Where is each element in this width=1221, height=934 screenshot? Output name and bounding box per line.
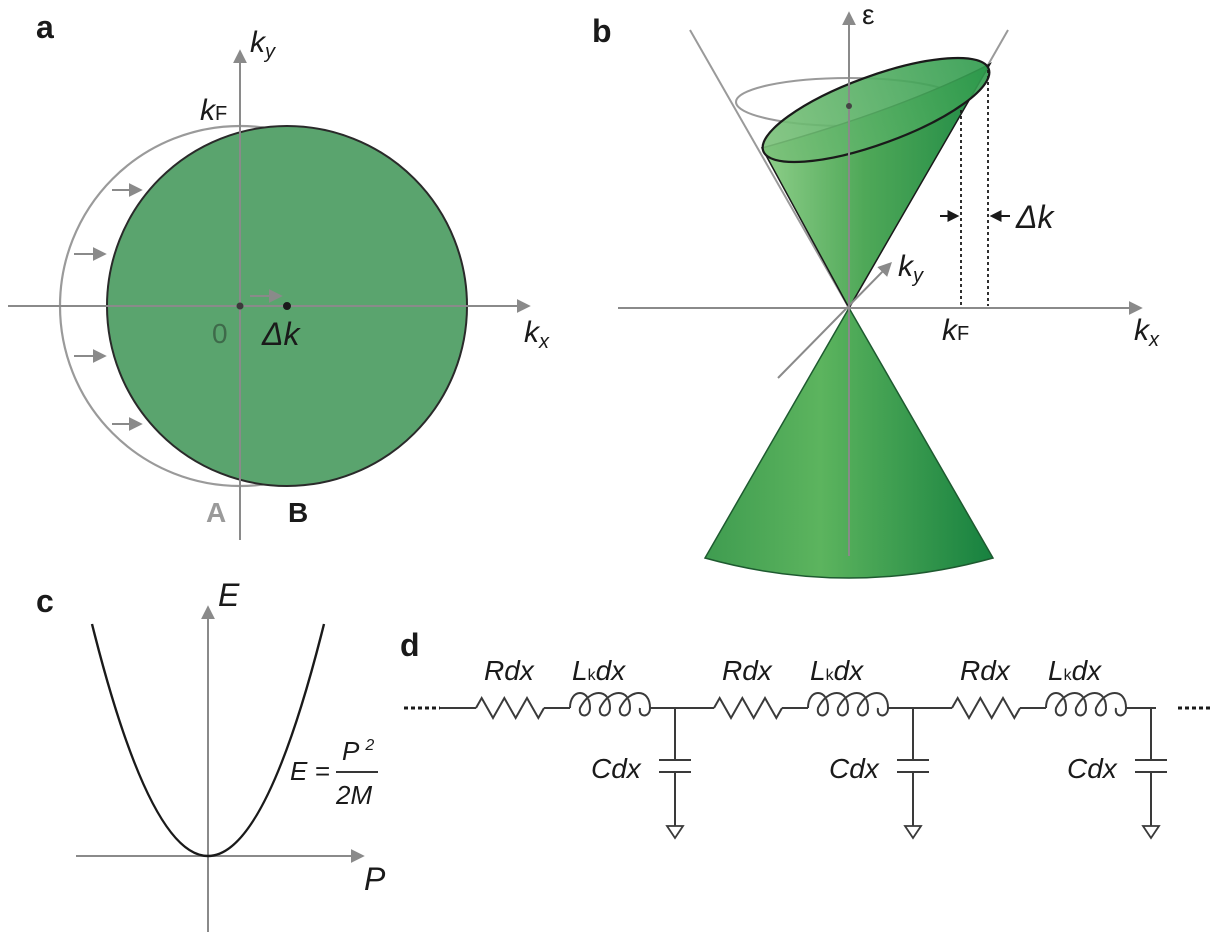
resistor [713,695,783,721]
label-A: A [206,497,226,528]
formula-denominator: 2M [335,780,372,810]
resistor-label: Rdx [722,655,773,686]
origin-label: 0 [212,318,228,349]
E-axis-label: E [218,577,240,613]
ellipse-center-dot [846,103,852,109]
panel-a: a ky kF kx 0 Δk A B [8,9,550,540]
shifted-fermi-ellipse [761,56,991,164]
inductor-label: Lkdx [810,655,864,686]
inductor [807,692,890,717]
inductor [569,692,652,717]
kF-label: kF [200,94,227,127]
delta-k-label-b: Δk [1015,199,1055,235]
resistor-label: Rdx [960,655,1011,686]
inductor [1045,692,1128,717]
panel-b: b ε Δk ky kF kx [592,0,1160,579]
delta-k-label: Δk [261,316,301,352]
ky-label: ky [250,26,276,63]
capacitor-label: Cdx [829,753,880,784]
ky-label-b: ky [898,250,924,287]
resistor [475,695,545,721]
unshifted-cone-left-edge [689,29,850,309]
ground-symbol [1141,825,1161,840]
origin-dot [236,302,244,310]
epsilon-label: ε [862,0,874,30]
capacitor-label: Cdx [591,753,642,784]
label-B: B [288,497,308,528]
panel-a-letter: a [36,9,54,45]
resistor [951,695,1021,721]
P-axis-label: P [364,861,386,897]
kx-label-b: kx [1134,314,1160,351]
inductor-label: Lkdx [1048,655,1102,686]
ky-axis-b [777,262,892,379]
panel-c-letter: c [36,583,54,619]
ground-symbol [903,825,923,840]
inductor-label: Lkdx [572,655,626,686]
panel-b-letter: b [592,13,612,49]
kx-label: kx [524,316,550,353]
shifted-center-dot [283,302,291,310]
shift-arrows [74,183,283,431]
formula-lhs: E = [290,756,330,786]
parabola-curve [90,623,326,857]
ground-symbol [665,825,685,840]
panel-d-letter: d [400,627,420,663]
capacitor-label: Cdx [1067,753,1118,784]
kF-label-b: kF [942,314,969,347]
resistor-label: Rdx [484,655,535,686]
